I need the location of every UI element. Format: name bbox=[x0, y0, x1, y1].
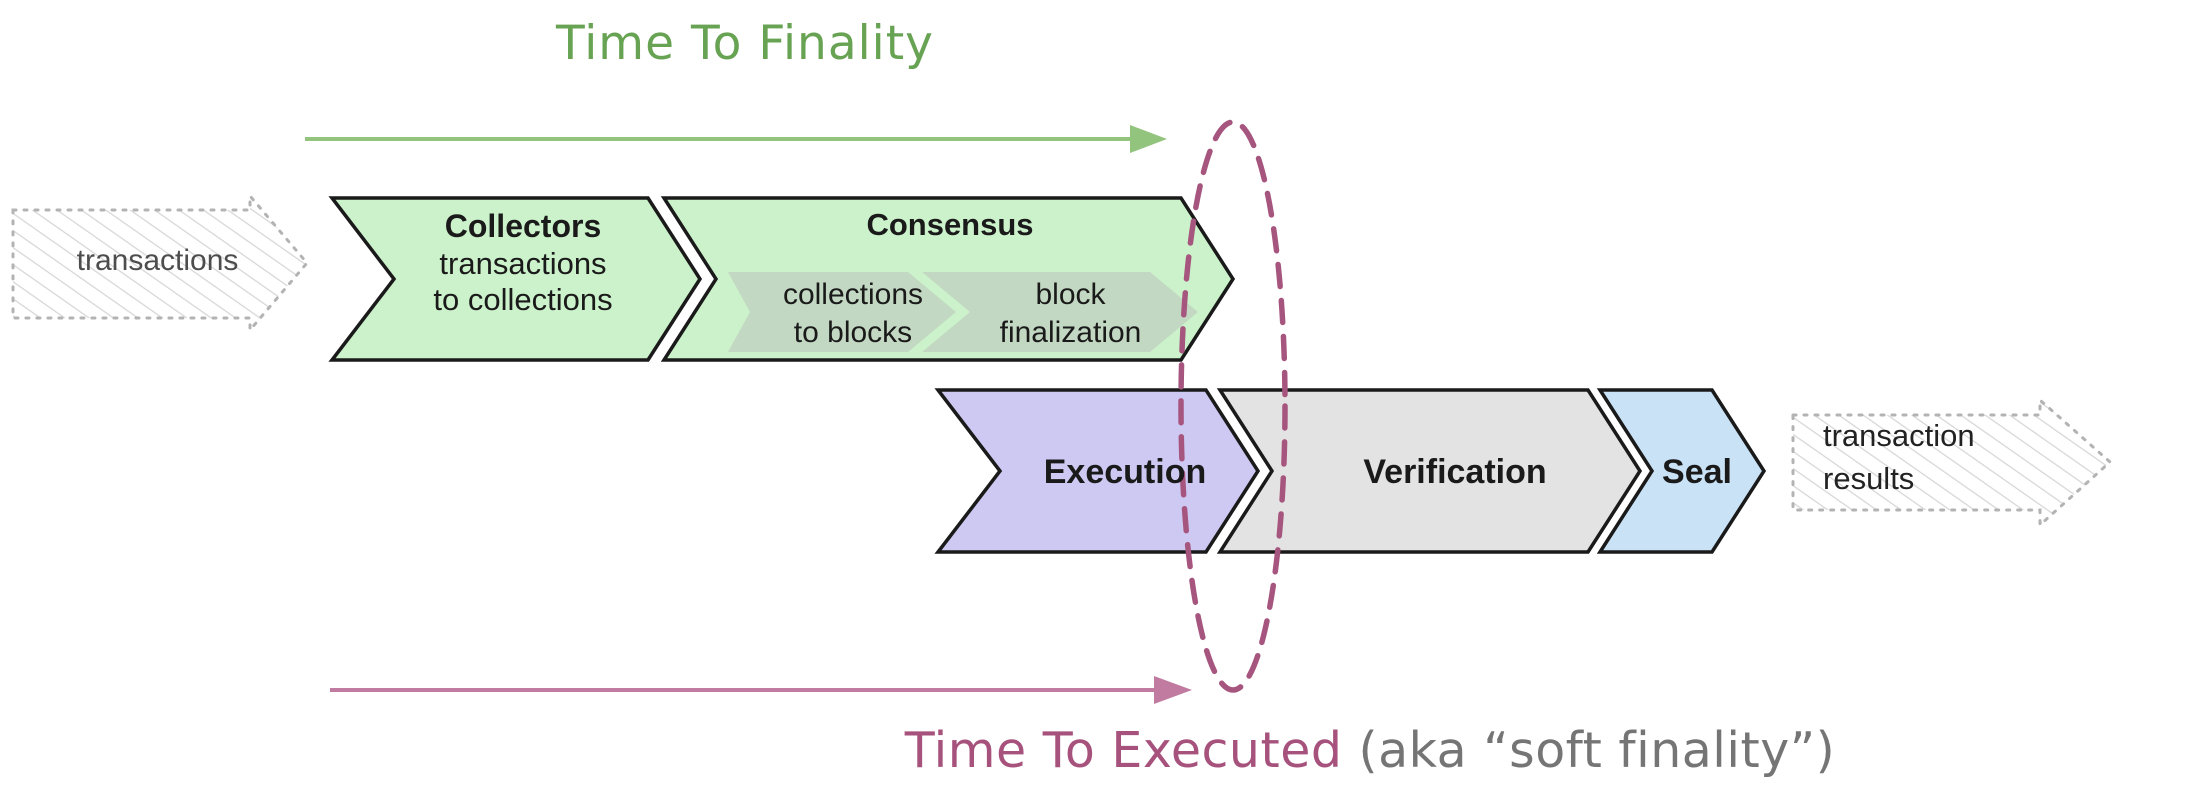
substep2-line2: finalization bbox=[999, 315, 1142, 349]
soft-finality-suffix-text: (aka “soft finality”) bbox=[1342, 722, 1836, 779]
verification-chevron-shape bbox=[1216, 388, 1643, 554]
transactions-input-label: transactions bbox=[76, 244, 239, 277]
transaction-results-arrow-icon bbox=[1791, 396, 2113, 529]
executed-timeline-arrow-icon bbox=[330, 676, 1192, 704]
block-finalization-substep-label: block finalization bbox=[958, 276, 1183, 351]
block-finalization-subchevron-shape bbox=[922, 272, 1198, 352]
time-to-executed-title: Time To Executed (aka “soft finality”) bbox=[660, 722, 2080, 780]
soft-finality-boundary-ellipse-icon bbox=[1178, 119, 1288, 693]
collectors-stage-title: Collectors bbox=[444, 208, 602, 244]
collectors-stage-line1: transactions bbox=[439, 245, 607, 281]
collectors-chevron-shape bbox=[328, 196, 703, 362]
transaction-results-output-label: transaction results bbox=[1823, 414, 2083, 501]
finality-timeline-arrow-icon bbox=[305, 125, 1167, 153]
results-line1: transaction bbox=[1823, 418, 1975, 453]
seal-chevron-shape bbox=[1596, 388, 1767, 554]
substep1-line1: collections bbox=[782, 278, 924, 311]
time-to-executed-text: Time To Executed bbox=[904, 722, 1343, 779]
execution-chevron-shape bbox=[934, 388, 1261, 554]
time-to-finality-title: Time To Finality bbox=[555, 16, 934, 71]
collections-to-blocks-substep-label: collections to blocks bbox=[748, 276, 958, 351]
substep1-line2: to blocks bbox=[793, 315, 913, 349]
verification-stage-title: Verification bbox=[1363, 453, 1547, 491]
collections-to-blocks-subchevron-shape bbox=[728, 272, 956, 352]
collectors-stage-line2: to collections bbox=[433, 282, 613, 318]
consensus-stage-title: Consensus bbox=[866, 207, 1034, 242]
results-line2: results bbox=[1823, 461, 1915, 497]
collectors-stage-label: Collectors transactions to collections bbox=[398, 208, 648, 319]
transactions-arrow-icon bbox=[11, 191, 309, 335]
execution-stage-title: Execution bbox=[1043, 453, 1207, 491]
substep2-line1: block bbox=[1035, 278, 1106, 311]
seal-stage-title: Seal bbox=[1662, 453, 1732, 491]
